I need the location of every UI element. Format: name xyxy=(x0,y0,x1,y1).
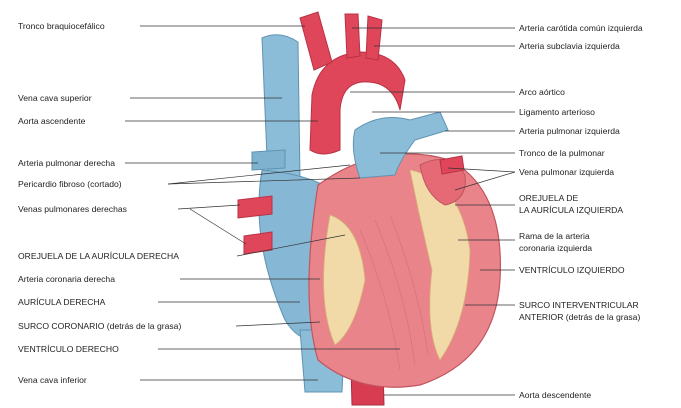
label-coronary-sulcus: SURCO CORONARIO (detrás de la grasa) xyxy=(18,321,181,331)
label-ascending-aorta: Aorta ascendente xyxy=(18,116,85,126)
left-common-carotid xyxy=(345,14,360,58)
label-right-pulmonary-artery: Arteria pulmonar derecha xyxy=(18,158,115,168)
label-inferior-vena-cava: Vena cava inferior xyxy=(18,375,87,385)
label-pulmonary-trunk: Tronco de la pulmonar xyxy=(519,148,605,158)
label-right-ventricle: VENTRÍCULO DERECHO xyxy=(18,344,119,354)
label-brachiocephalic-trunk: Tronco braquiocefálico xyxy=(18,21,105,31)
label-ligamentum-arteriosum: Ligamento arterioso xyxy=(519,107,595,117)
brachiocephalic-trunk xyxy=(300,12,332,70)
label-right-auricle: OREJUELA DE LA AURÍCULA DERECHA xyxy=(18,251,179,261)
label-anterior-interventricular-sulcus-line2: ANTERIOR (detrás de la grasa) xyxy=(519,312,640,322)
label-left-auricle-line2: LA AURÍCULA IZQUIERDA xyxy=(519,205,623,215)
label-aortic-arch: Arco aórtico xyxy=(519,87,565,97)
label-left-auricle-line1: OREJUELA DE xyxy=(519,193,578,203)
label-left-pulmonary-artery: Arteria pulmonar izquierda xyxy=(519,126,620,136)
label-descending-aorta: Aorta descendente xyxy=(519,390,591,400)
label-left-coronary-branch-line1: Rama de la arteria xyxy=(519,231,590,241)
label-left-subclavian: Arteria subclavia izquierda xyxy=(519,41,620,51)
right-pulmonary-artery xyxy=(252,150,285,170)
left-subclavian xyxy=(366,16,382,60)
label-left-pulmonary-vein: Vena pulmonar izquierda xyxy=(519,167,614,177)
label-left-coronary-branch-line2: coronaria izquierda xyxy=(519,243,592,253)
label-left-ventricle: VENTRÍCULO IZQUIERDO xyxy=(519,265,625,275)
label-right-pulmonary-veins: Venas pulmonares derechas xyxy=(18,204,127,214)
label-fibrous-pericardium: Pericardio fibroso (cortado) xyxy=(18,179,122,189)
label-anterior-interventricular-sulcus-line1: SURCO INTERVENTRICULAR xyxy=(519,300,639,310)
label-left-common-carotid: Arteria carótida común izquierda xyxy=(519,23,643,33)
label-right-coronary-artery: Arteria coronaria derecha xyxy=(18,274,115,284)
label-superior-vena-cava: Vena cava superior xyxy=(18,93,92,103)
label-right-atrium: AURÍCULA DERECHA xyxy=(18,297,105,307)
